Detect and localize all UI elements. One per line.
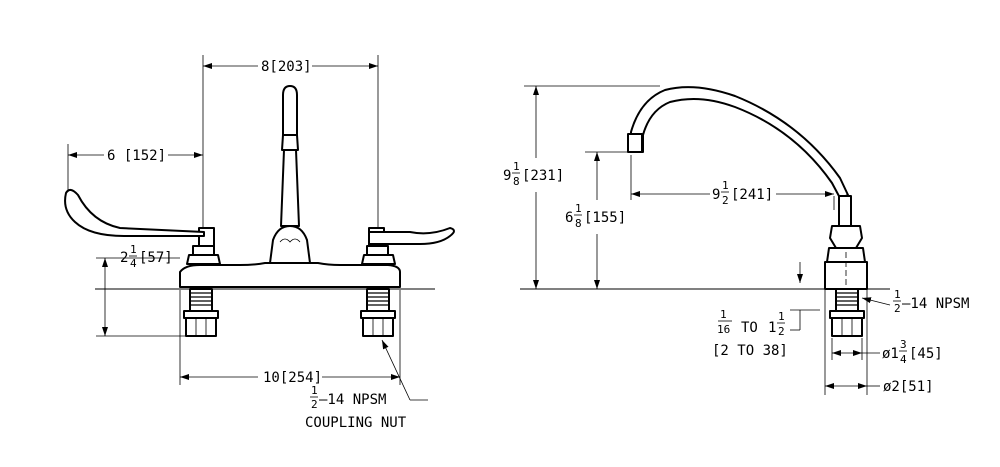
coupling-nut-callout: 1 2 –14 NPSM COUPLING NUT <box>305 384 407 431</box>
svg-text:COUPLING NUT: COUPLING NUT <box>305 415 407 431</box>
svg-text:2: 2 <box>778 325 785 338</box>
svg-text:1: 1 <box>768 320 776 336</box>
svg-text:[231]: [231] <box>522 168 564 184</box>
svg-text:4: 4 <box>130 257 137 270</box>
svg-text:2: 2 <box>722 194 729 207</box>
svg-text:3: 3 <box>900 338 907 351</box>
left-shank <box>183 288 219 337</box>
svg-text:ø1: ø1 <box>882 346 899 362</box>
svg-text:1: 1 <box>130 243 137 256</box>
front-view: 8[203] 6 [152] 2 1 4 [57] 10[254] 1 2 <box>64 55 455 431</box>
dim-top-spacing: 8[203] <box>261 59 312 75</box>
svg-text:1: 1 <box>311 384 318 397</box>
svg-text:1: 1 <box>720 308 727 321</box>
svg-text:–14 NPSM: –14 NPSM <box>319 392 386 408</box>
svg-text:8: 8 <box>575 217 582 230</box>
svg-text:2: 2 <box>894 302 901 315</box>
svg-text:4: 4 <box>900 353 907 366</box>
thread-callout: 1 2 –14 NPSM <box>893 288 969 315</box>
dim-overall-height: 9 1 8 [231] <box>503 160 564 188</box>
spout-aerator <box>627 133 643 153</box>
svg-text:TO: TO <box>741 320 758 336</box>
faucet-base <box>179 262 401 288</box>
dim-small-diameter: ø1 3 4 [45] <box>882 338 943 366</box>
right-wrist-handle <box>368 227 455 245</box>
svg-text:[2 TO 38]: [2 TO 38] <box>712 343 788 359</box>
svg-text:–14 NPSM: –14 NPSM <box>902 296 969 312</box>
right-shank <box>360 288 396 337</box>
svg-text:1: 1 <box>778 310 785 323</box>
dim-spout-height: 6 1 8 [155] <box>565 202 626 230</box>
svg-text:2: 2 <box>311 398 318 411</box>
dim-shank-height: 2 1 4 [57] <box>120 243 173 270</box>
side-view: 9 1 8 [231] 6 1 8 [155] 9 1 2 [241] <box>503 85 969 395</box>
svg-text:8: 8 <box>513 175 520 188</box>
svg-text:2: 2 <box>120 250 128 266</box>
svg-text:[57]: [57] <box>139 250 173 266</box>
svg-text:[241]: [241] <box>731 187 773 203</box>
svg-text:1: 1 <box>894 288 901 301</box>
svg-text:9: 9 <box>503 168 511 184</box>
svg-text:[45]: [45] <box>909 346 943 362</box>
dim-deck-thickness: 1 16 TO 1 1 2 [2 TO 38] <box>712 308 788 359</box>
dim-spout-reach: 9 1 2 [241] <box>712 179 773 207</box>
dim-large-diameter: ø2[51] <box>883 379 934 395</box>
right-valve <box>361 227 455 265</box>
svg-text:[155]: [155] <box>584 210 626 226</box>
dim-handle-length: 6 [152] <box>107 148 166 164</box>
svg-text:9: 9 <box>712 187 720 203</box>
side-valve-body <box>824 195 868 312</box>
svg-text:1: 1 <box>575 202 582 215</box>
svg-text:16: 16 <box>717 323 730 336</box>
side-spout <box>630 86 849 199</box>
left-wrist-handle <box>64 189 205 237</box>
center-spout <box>269 85 311 264</box>
svg-text:6: 6 <box>565 210 573 226</box>
svg-text:1: 1 <box>513 160 520 173</box>
side-shank <box>829 288 865 337</box>
left-valve <box>64 189 221 265</box>
svg-text:1: 1 <box>722 179 729 192</box>
dim-center-spacing: 10[254] <box>263 370 322 386</box>
